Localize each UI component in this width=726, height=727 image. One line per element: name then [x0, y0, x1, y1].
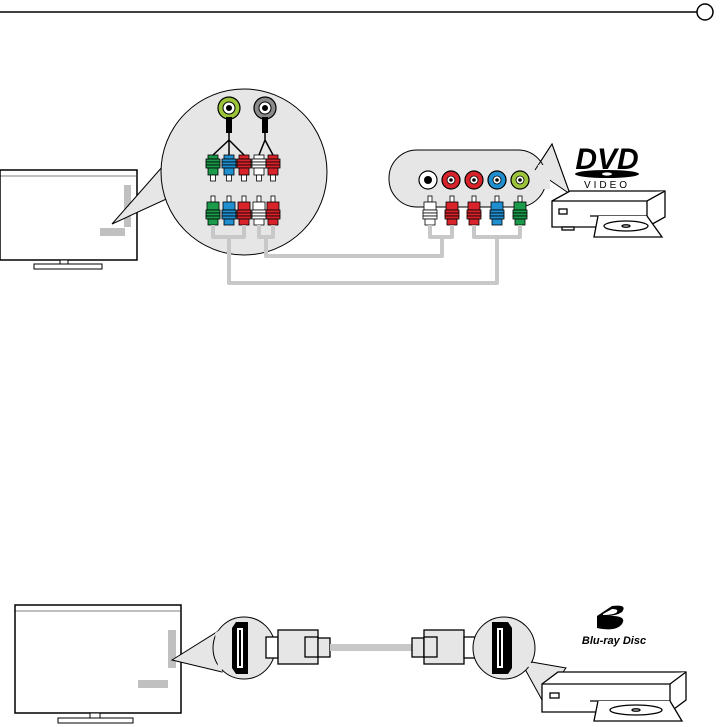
header-rule — [0, 4, 713, 20]
tv-icon — [15, 605, 181, 723]
dvd-logo: DVD VIDEO — [575, 143, 639, 191]
hdmi-plug-icon — [266, 630, 330, 664]
bluray-player-icon — [542, 672, 686, 721]
bluray-logo-text: Blu-ray Disc — [582, 635, 646, 647]
hdmi-port-icon — [492, 622, 512, 674]
dvd-logo-subtext: VIDEO — [584, 180, 630, 191]
hdmi-plug-icon — [412, 630, 476, 664]
hdmi-port-icon — [232, 622, 248, 674]
hdmi-cable — [330, 644, 412, 651]
bluray-logo: Blu-ray Disc — [582, 606, 646, 647]
tv-hdmi-bubble — [172, 617, 275, 679]
dvd-player-icon — [552, 191, 665, 237]
